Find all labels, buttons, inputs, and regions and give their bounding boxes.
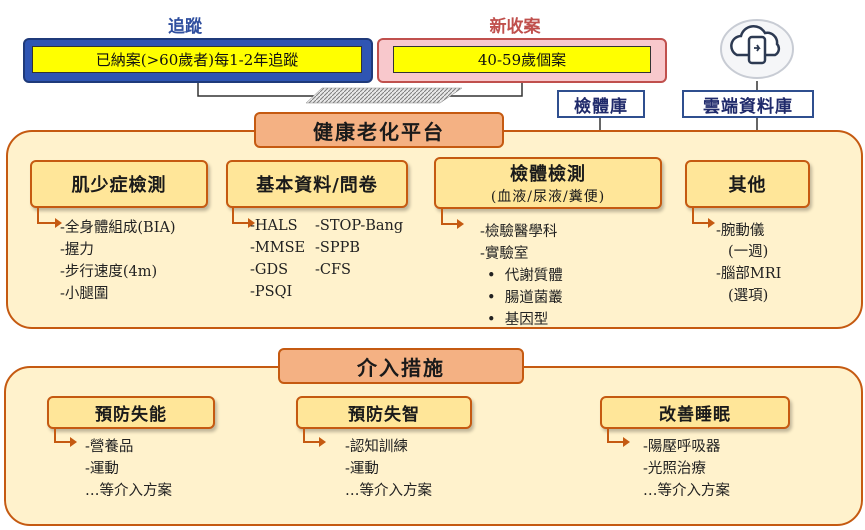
list-item: -STOP-Bang — [315, 218, 404, 234]
category-label: 改善睡眠 — [659, 405, 731, 425]
followup-title: 追蹤 — [168, 17, 202, 37]
new-case-text: 40-59歲個案 — [393, 46, 651, 73]
arrow-icon — [441, 209, 464, 229]
category-specimen-testing: 檢體檢測 (血液/尿液/糞便) — [434, 157, 662, 209]
list-item: -MMSE — [250, 240, 306, 256]
list-item: …等介入方案 — [85, 483, 172, 499]
followup-text: 已納案(>60歲者)每1-2年追蹤 — [32, 46, 362, 73]
list-item: -步行速度(4m) — [60, 264, 158, 280]
category-label: 其他 — [728, 175, 767, 196]
list-item: -小腿圍 — [60, 286, 109, 302]
category-prevent-disability: 預防失能 — [47, 396, 215, 429]
category-improve-sleep: 改善睡眠 — [600, 396, 790, 429]
arrow-icon — [232, 208, 255, 228]
list-item: -腦部MRI — [716, 266, 782, 282]
list-item: …等介入方案 — [643, 483, 730, 499]
list-item: (一週) — [728, 244, 769, 260]
list-item: • 代謝質體 — [487, 268, 563, 284]
list-item: -實驗室 — [480, 246, 529, 262]
list-item: -運動 — [85, 461, 119, 477]
list-item: -全身體組成(BIA) — [60, 220, 176, 236]
category-label: 基本資料/問卷 — [256, 175, 378, 196]
category-label: 檢體檢測 — [510, 164, 586, 185]
list-item: -GDS — [250, 262, 289, 278]
platform-title: 健康老化平台 — [254, 112, 504, 148]
list-item: -光照治療 — [643, 461, 706, 477]
list-item: …等介入方案 — [345, 483, 432, 499]
list-item: • 腸道菌叢 — [487, 290, 563, 306]
category-label: 預防失智 — [348, 405, 420, 425]
arrow-icon — [303, 429, 326, 447]
list-item: • 基因型 — [487, 312, 549, 328]
category-basic-questionnaire: 基本資料/問卷 — [226, 160, 408, 208]
category-sublabel: (血液/尿液/糞便) — [490, 189, 606, 205]
arrow-icon — [54, 429, 77, 447]
arrow-icon — [37, 208, 62, 228]
new-case-title: 新收案 — [489, 17, 541, 37]
list-item: -PSQI — [250, 284, 293, 300]
cloud-phone-icon — [720, 19, 794, 79]
list-item: -CFS — [315, 262, 351, 278]
list-item: (選項) — [728, 288, 769, 304]
list-item: -檢驗醫學科 — [480, 224, 558, 240]
category-prevent-dementia: 預防失智 — [296, 396, 472, 429]
list-item: -握力 — [60, 242, 94, 258]
biobank-box: 檢體庫 — [557, 90, 645, 118]
intervention-title: 介入措施 — [278, 348, 524, 384]
list-item: -運動 — [345, 461, 379, 477]
intervention-panel — [4, 366, 863, 526]
list-item: -SPPB — [315, 240, 361, 256]
category-label: 肌少症檢測 — [71, 175, 167, 196]
cloud-database-box: 雲端資料庫 — [682, 90, 814, 118]
category-other: 其他 — [685, 160, 810, 208]
category-sarcopenia: 肌少症檢測 — [30, 160, 208, 208]
arrow-icon — [607, 429, 630, 447]
list-item: -陽壓呼吸器 — [643, 439, 721, 455]
list-item: -腕動儀 — [716, 223, 765, 239]
merge-arrow — [305, 87, 463, 104]
list-item: -認知訓練 — [345, 439, 408, 455]
list-item: -HALS — [250, 218, 298, 234]
category-label: 預防失能 — [95, 405, 167, 425]
list-item: -營養品 — [85, 439, 134, 455]
arrow-icon — [692, 208, 715, 228]
